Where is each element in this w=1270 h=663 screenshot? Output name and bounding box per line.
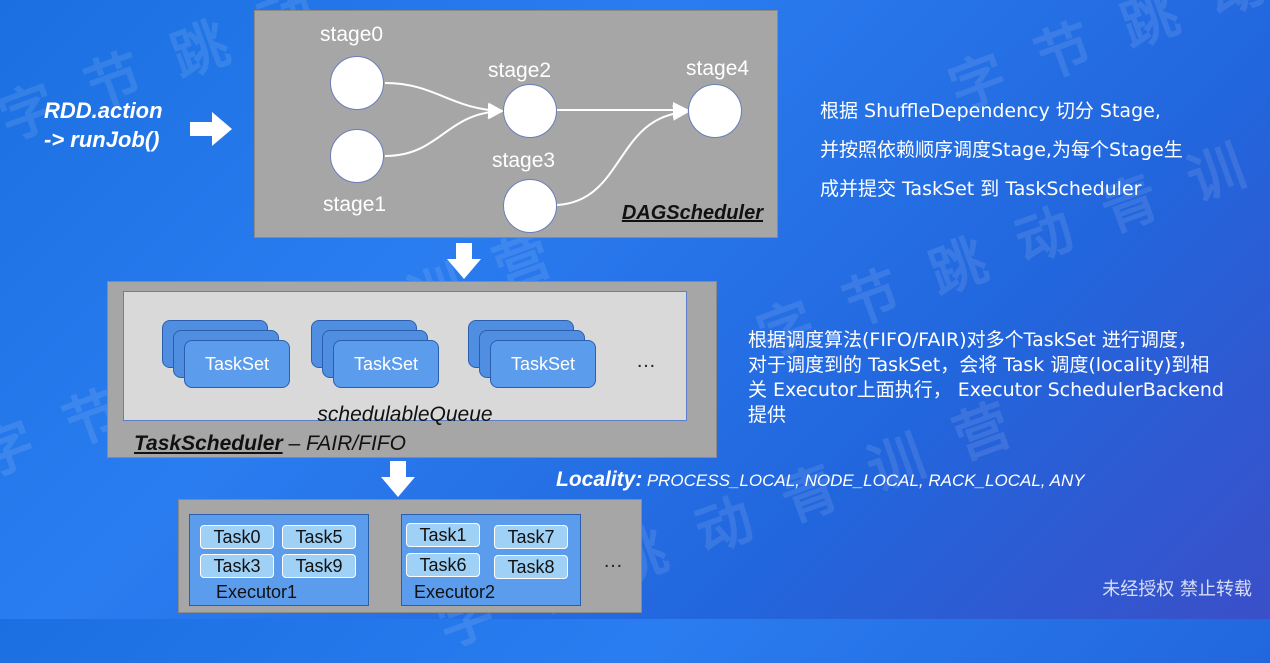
dag-description: 根据 ShuffleDependency 切分 Stage, 并按照依赖顺序调度…	[820, 92, 1183, 209]
task-chip: Task8	[494, 555, 568, 579]
executor-label: Executor1	[216, 582, 298, 602]
stage3-node	[503, 179, 557, 233]
ts-desc-line3: 关 Executor上面执行， Executor SchedulerBacken…	[748, 379, 1224, 401]
task-scheduler-title: TaskScheduler – FAIR/FIFO	[134, 432, 406, 456]
rdd-action-line1: RDD.action	[44, 98, 163, 123]
stage4-label: stage4	[686, 57, 750, 80]
dag-desc-line3: 成并提交 TaskSet 到 TaskScheduler	[820, 178, 1142, 200]
stage2-node	[503, 84, 557, 138]
edge-stage1-stage2	[384, 103, 504, 157]
locality-heading: Locality:	[556, 468, 643, 491]
stage0-node	[330, 56, 384, 110]
executor-box: Task1 Task7 Task6 Task8 Executor2	[401, 514, 581, 606]
stage3-label: stage3	[492, 149, 556, 172]
stage0-label: stage0	[320, 23, 384, 46]
stage2-label: stage2	[488, 59, 552, 82]
task-scheduler-mode: FAIR/FIFO	[306, 432, 406, 455]
schedulable-queue: TaskSet TaskSet TaskSet … schedulableQue…	[123, 291, 687, 426]
ts-desc-line1: 根据调度算法(FIFO/FAIR)对多个TaskSet 进行调度，	[748, 329, 1197, 351]
locality-values: PROCESS_LOCAL, NODE_LOCAL, RACK_LOCAL, A…	[646, 471, 1085, 490]
arrow-right-icon	[190, 112, 232, 146]
dag-scheduler-panel: stage0 stage1 stage2 stage3 stage4 DAGSc…	[254, 10, 778, 238]
task-chip: Task6	[406, 553, 480, 577]
stage1-label: stage1	[323, 193, 387, 216]
task-chip: Task9	[282, 554, 356, 578]
dag-edges	[384, 82, 689, 206]
arrow-down-icon	[447, 243, 481, 279]
task-chip: Task1	[406, 523, 480, 547]
dag-desc-line2: 并按照依赖顺序调度Stage,为每个Stage生	[820, 139, 1183, 161]
taskset-ellipsis: …	[636, 350, 656, 372]
edge-stage3-stage4	[556, 104, 689, 206]
ts-desc-line2: 对于调度到的 TaskSet，会将 Task 调度(locality)到相	[748, 354, 1210, 376]
taskset-label: TaskSet	[510, 353, 576, 374]
rdd-action-label: RDD.action -> runJob()	[44, 96, 163, 154]
arrow-down-icon	[381, 461, 415, 497]
footer-watermark: 未经授权 禁止转载	[1102, 579, 1252, 600]
task-chip: Task7	[494, 525, 568, 549]
task-chip: Task0	[200, 525, 274, 549]
executor-label: Executor2	[414, 582, 496, 602]
executors-ellipsis: …	[603, 550, 623, 572]
task-chip: Task3	[200, 554, 274, 578]
schedulable-queue-label: schedulableQueue	[317, 403, 493, 426]
task-scheduler-description: 根据调度算法(FIFO/FAIR)对多个TaskSet 进行调度， 对于调度到的…	[748, 328, 1224, 428]
stage1-node	[330, 129, 384, 183]
taskset-card: TaskSet	[184, 340, 290, 388]
task-scheduler-name: TaskScheduler	[134, 432, 283, 455]
task-chip: Task5	[282, 525, 356, 549]
rdd-action-line2: -> runJob()	[44, 127, 160, 152]
taskset-label: TaskSet	[204, 353, 270, 374]
ts-desc-line4: 提供	[748, 404, 787, 426]
locality-line: Locality: PROCESS_LOCAL, NODE_LOCAL, RAC…	[556, 468, 1085, 492]
task-scheduler-separator: –	[288, 432, 301, 455]
edge-stage0-stage2	[384, 82, 504, 119]
dag-scheduler-title: DAGScheduler	[621, 202, 763, 224]
taskset-card: TaskSet	[490, 340, 596, 388]
stage4-node	[688, 84, 742, 138]
executors-panel: Task0 Task5 Task3 Task9 Executor1 Task1 …	[178, 499, 642, 613]
taskset-label: TaskSet	[353, 353, 419, 374]
dag-desc-line1: 根据 ShuffleDependency 切分 Stage,	[820, 100, 1161, 122]
taskset-card: TaskSet	[333, 340, 439, 388]
task-scheduler-panel: TaskSet TaskSet TaskSet … schedulableQue…	[107, 281, 717, 458]
executor-box: Task0 Task5 Task3 Task9 Executor1	[189, 514, 369, 606]
